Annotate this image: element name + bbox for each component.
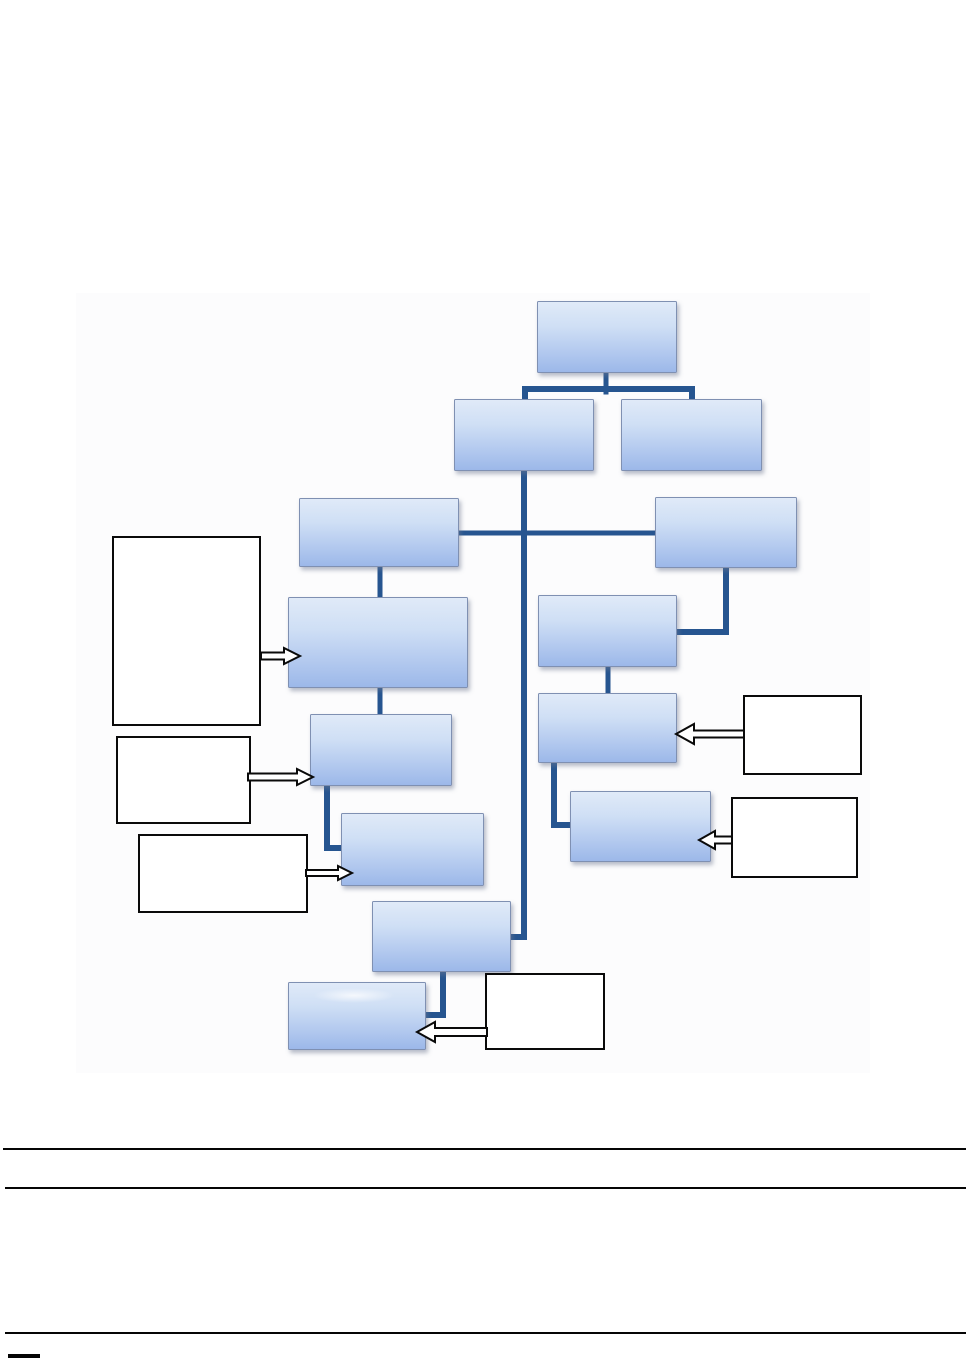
flowchart-node-n11-right-step3 [570,791,711,862]
callout-box-c4-right-upper [743,695,862,775]
callout-box-c5-right-lower [731,797,858,878]
flowchart-node-n4-branch-left [299,498,459,567]
horizontal-rule-divider-bottom [5,1331,966,1335]
flowchart-node-n12-center-final [372,901,511,972]
flowchart-node-n3-child-right [621,399,762,471]
callout-box-c3-left-low [138,834,308,913]
flowchart-node-n8-left-step2 [310,714,452,786]
flowchart-node-n5-branch-right [655,497,797,568]
flowchart-node-n6-left-main [288,597,468,688]
callout-box-c6-bottom [485,973,605,1050]
horizontal-rule-footnote-bar [8,1353,40,1359]
callout-box-c2-left-mid [116,736,251,824]
flowchart-node-n2-child-left [454,399,594,471]
flowchart-node-n1-root [537,301,677,373]
flowchart-node-n13-bottom-left [288,982,426,1050]
flowchart-node-n10-left-step3 [341,813,484,886]
flowchart-node-n9-right-step2 [538,693,677,763]
callout-box-c1-left-tall [112,536,261,726]
flowchart-node-n7-right-step1 [538,595,677,667]
horizontal-rule-divider-middle [5,1186,966,1190]
horizontal-rule-divider-top [3,1147,966,1151]
